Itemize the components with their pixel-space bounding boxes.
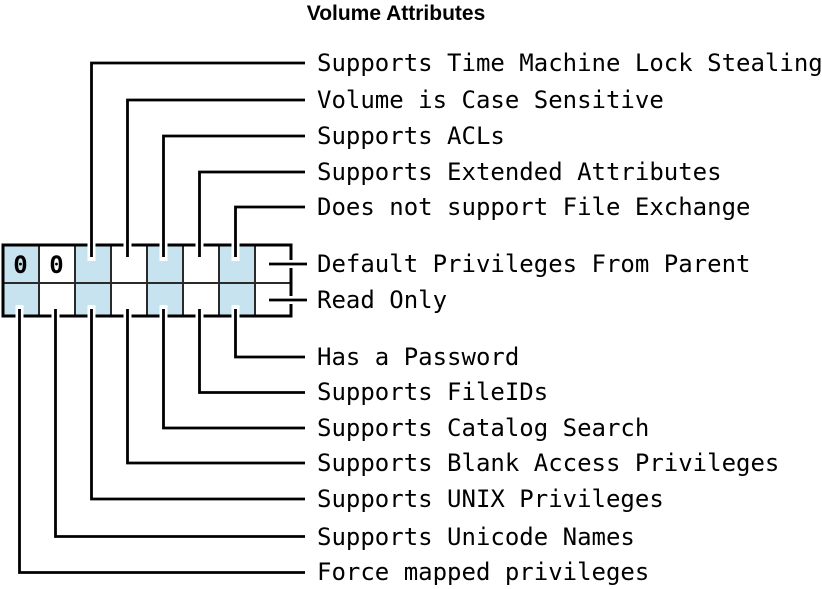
label-supports-unix-privileges: Supports UNIX Privileges	[317, 485, 664, 513]
label-default-privileges-from-parent: Default Privileges From Parent	[317, 250, 751, 278]
callout-line-force-mapped-privileges	[18, 309, 305, 574]
label-supports-catalog-search: Supports Catalog Search	[317, 414, 650, 442]
label-supports-extended-attributes: Supports Extended Attributes	[317, 158, 722, 186]
callout-line-extended-attributes	[198, 170, 305, 257]
label-supports-unicode-names: Supports Unicode Names	[317, 523, 635, 551]
bit-value-1: 0	[49, 251, 63, 279]
label-supports-fileids: Supports FileIDs	[317, 378, 549, 406]
callout-line-has-password	[234, 309, 305, 359]
bit-grid-lines	[3, 245, 291, 316]
callout-line-time-machine-lock-stealing	[90, 61, 305, 257]
callout-line-catalog-search	[162, 309, 305, 430]
label-force-mapped-privileges: Force mapped privileges	[317, 558, 650, 586]
page-title: Volume Attributes	[306, 2, 486, 25]
callout-line-case-sensitive	[126, 98, 305, 257]
label-supports-acls: Supports ACLs	[317, 122, 505, 150]
label-volume-is-case-sensitive: Volume is Case Sensitive	[317, 86, 664, 114]
label-supports-time-machine-lock-stealing: Supports Time Machine Lock Stealing	[317, 49, 822, 77]
bit-cell	[39, 245, 75, 283]
callout-line-unix-privileges	[90, 309, 305, 501]
label-supports-blank-access-privileges: Supports Blank Access Privileges	[317, 449, 780, 477]
callout-lines	[18, 61, 307, 574]
label-read-only: Read Only	[317, 286, 448, 314]
callout-line-acls	[162, 134, 305, 257]
bit-value-0: 0	[13, 251, 27, 279]
callout-line-fileids	[198, 309, 305, 394]
label-has-a-password: Has a Password	[317, 343, 520, 371]
callout-line-unicode-names	[54, 309, 305, 538]
callout-line-blank-access-privileges	[126, 309, 305, 465]
bit-grid-border	[1, 243, 293, 318]
label-does-not-support-file-exchange: Does not support File Exchange	[317, 193, 751, 221]
bit-grid	[1, 243, 293, 318]
bit-cell	[3, 245, 39, 283]
callout-line-file-exchange	[234, 205, 305, 257]
